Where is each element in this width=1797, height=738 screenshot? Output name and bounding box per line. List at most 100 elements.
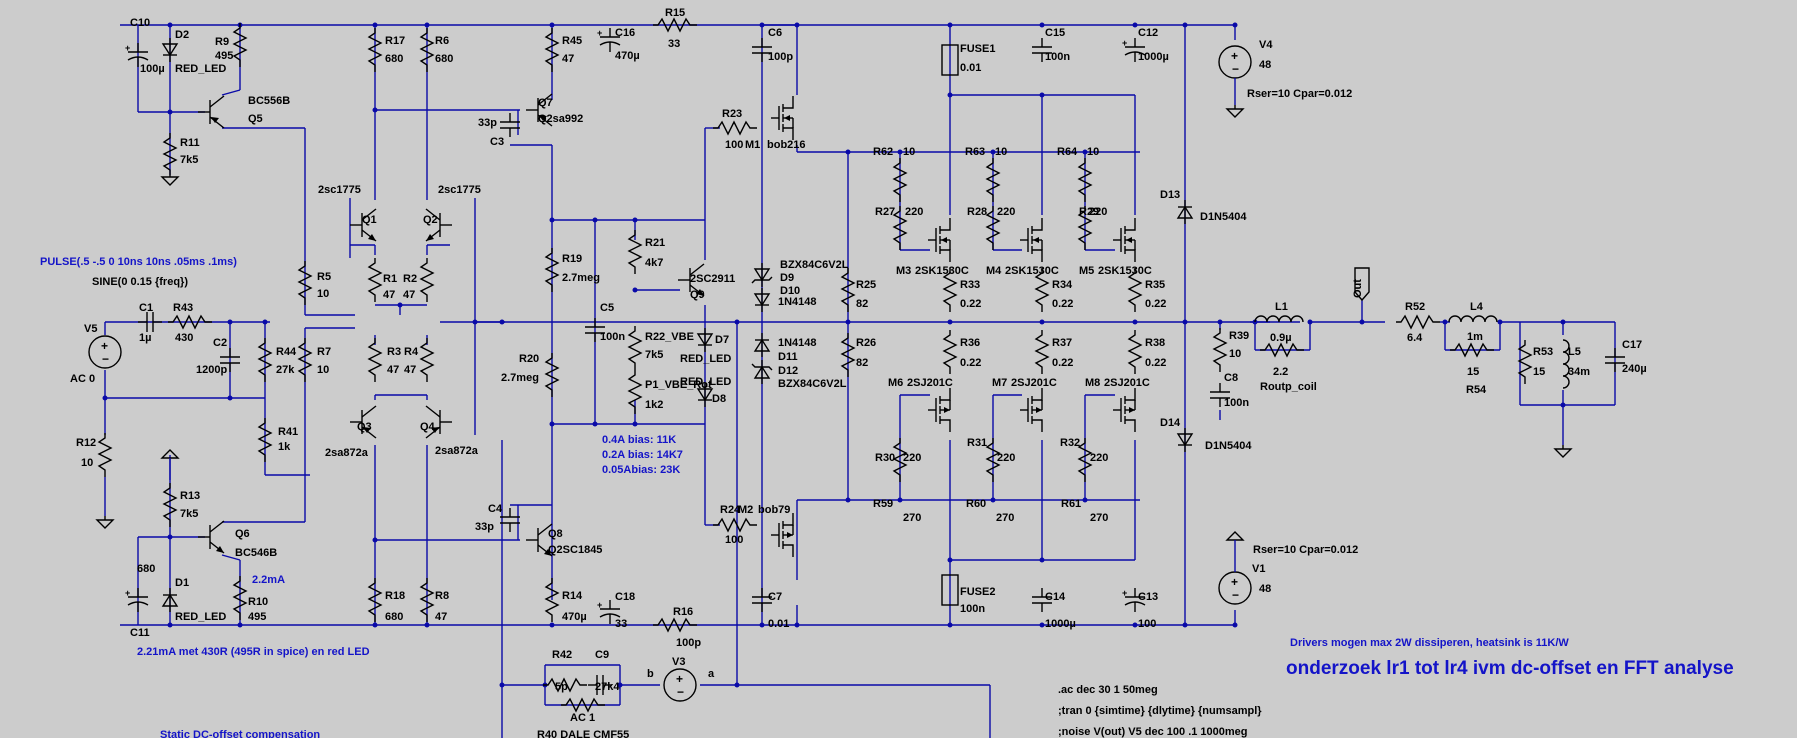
diode-d14 bbox=[1177, 427, 1193, 453]
ref-r17: R17 bbox=[385, 35, 405, 47]
ref-r60: R60 bbox=[966, 498, 986, 510]
val-r40: AC 1 bbox=[570, 712, 595, 724]
val-c12: 1000µ bbox=[1138, 51, 1169, 63]
ref-c14: C14 bbox=[1045, 591, 1066, 603]
ref-r15: R15 bbox=[665, 7, 685, 19]
diode-d13 bbox=[1177, 199, 1193, 225]
ref-q5: Q5 bbox=[248, 113, 263, 125]
val-c17: 240µ bbox=[1622, 363, 1647, 375]
val-q8: Q2SC1845 bbox=[548, 544, 602, 556]
val-r18: 680 bbox=[385, 611, 403, 623]
val-d7: RED_LED bbox=[680, 353, 731, 365]
val-l5: 34m bbox=[1568, 366, 1590, 378]
capacitor-c4 bbox=[499, 507, 521, 533]
val-fuse2: 100n bbox=[960, 603, 985, 615]
val-r21: 4k7 bbox=[645, 257, 663, 269]
led-note: 2.21mA met 430R (495R in spice) en red L… bbox=[137, 646, 370, 658]
val-c7: 0.01 bbox=[768, 618, 789, 630]
ref-r19: R19 bbox=[562, 253, 582, 265]
led-d7 bbox=[697, 327, 713, 353]
sine-spec: SINE(0 0.15 {freq}) bbox=[92, 276, 188, 288]
param-v1: Rser=10 Cpar=0.012 bbox=[1253, 544, 1358, 556]
ref-r16: R16 bbox=[673, 606, 693, 618]
val-r13: 7k5 bbox=[180, 508, 198, 520]
drivers-note: Drivers mogen max 2W dissiperen, heatsin… bbox=[1290, 637, 1569, 649]
ref-r63: R63 bbox=[965, 146, 985, 158]
ref-r29: R29 bbox=[1079, 206, 1099, 218]
ref-d10: D10 bbox=[780, 285, 800, 297]
val-d11: 1N4148 bbox=[778, 337, 817, 349]
ref-r9: R9 bbox=[215, 36, 229, 48]
ref-routp: Routp_coil bbox=[1260, 381, 1317, 393]
ref-r1: R1 bbox=[383, 273, 397, 285]
val-r23: 100 bbox=[725, 139, 743, 151]
junctions bbox=[102, 22, 1566, 688]
ref-c16: C16 bbox=[615, 27, 635, 39]
val-d13: D1N5404 bbox=[1200, 211, 1247, 223]
ref-c3: C3 bbox=[490, 136, 504, 148]
ref-r18: R18 bbox=[385, 590, 405, 602]
ref-c7: C7 bbox=[768, 591, 782, 603]
node-a: a bbox=[708, 668, 715, 680]
ref-d14: D14 bbox=[1160, 417, 1181, 429]
diode-d10 bbox=[754, 287, 770, 313]
ref-r3: R3 bbox=[387, 346, 401, 358]
source-v3 bbox=[663, 668, 697, 702]
val-r10: 495 bbox=[248, 611, 266, 623]
val-d14: D1N5404 bbox=[1205, 440, 1252, 452]
inductor-l4 bbox=[1448, 315, 1498, 323]
ref-d7: D7 bbox=[715, 334, 729, 346]
source-v5 bbox=[88, 335, 122, 369]
ref-q2: Q2 bbox=[423, 214, 438, 226]
val-r12: 10 bbox=[81, 457, 93, 469]
ref-r12: R12 bbox=[76, 437, 96, 449]
ref-r4: R4 bbox=[404, 346, 419, 358]
ref-r41: R41 bbox=[278, 426, 298, 438]
val-routp: 2.2 bbox=[1273, 366, 1288, 378]
led-d2 bbox=[162, 37, 178, 63]
ref-q8: Q8 bbox=[548, 528, 563, 540]
ref-r39: R39 bbox=[1229, 330, 1249, 342]
ref-c4: C4 bbox=[488, 503, 503, 515]
ref-r53: R53 bbox=[1533, 346, 1553, 358]
ref-r2: R2 bbox=[403, 273, 417, 285]
ref-v4: V4 bbox=[1259, 39, 1273, 51]
val-m1: bob216 bbox=[767, 139, 806, 151]
val-m6: 2SJ201C bbox=[907, 377, 953, 389]
val-q7: Q2sa992 bbox=[538, 113, 583, 125]
capacitor-c3 bbox=[499, 112, 521, 138]
ref-m6: M6 bbox=[888, 377, 903, 389]
fuse-fuse1 bbox=[941, 44, 959, 76]
val-r1: 47 bbox=[383, 289, 395, 301]
val-v1: 48 bbox=[1259, 583, 1271, 595]
ref-m7: M7 bbox=[992, 377, 1007, 389]
val-c14: 1000µ bbox=[1045, 618, 1076, 630]
resistor-r36 bbox=[943, 329, 957, 375]
val-c1: 1µ bbox=[139, 332, 151, 344]
ref-r22: R22_VBE bbox=[645, 331, 694, 343]
ref-r44: R44 bbox=[276, 346, 297, 358]
ref-q4: Q4 bbox=[420, 421, 436, 433]
val-c11: 680 bbox=[137, 563, 155, 575]
resistor-r37 bbox=[1035, 329, 1049, 375]
capacitor-c11 bbox=[124, 587, 149, 613]
node-b: b bbox=[647, 668, 654, 680]
val-r20: 2.7meg bbox=[501, 372, 539, 384]
ref-r21: R21 bbox=[645, 237, 665, 249]
val-c2: 1200p bbox=[196, 364, 227, 376]
val-q9: 2SC2911 bbox=[690, 273, 735, 285]
ref-c2: C2 bbox=[213, 337, 227, 349]
mosfet-m7 bbox=[1019, 387, 1043, 433]
ref-r26: R26 bbox=[856, 337, 876, 349]
ref-m8: M8 bbox=[1085, 377, 1100, 389]
ref-l1: L1 bbox=[1275, 301, 1288, 313]
val-r38: 0.22 bbox=[1145, 357, 1166, 369]
ref-r24: R24 bbox=[720, 504, 741, 516]
val-c10: 100µ bbox=[140, 63, 165, 75]
ref-r11: R11 bbox=[180, 137, 200, 149]
val-q3: 2sa872a bbox=[325, 447, 369, 459]
val-d10: 1N4148 bbox=[778, 296, 817, 308]
ref-r54: R54 bbox=[1466, 384, 1487, 396]
val-c9: 27k4 bbox=[595, 681, 620, 693]
